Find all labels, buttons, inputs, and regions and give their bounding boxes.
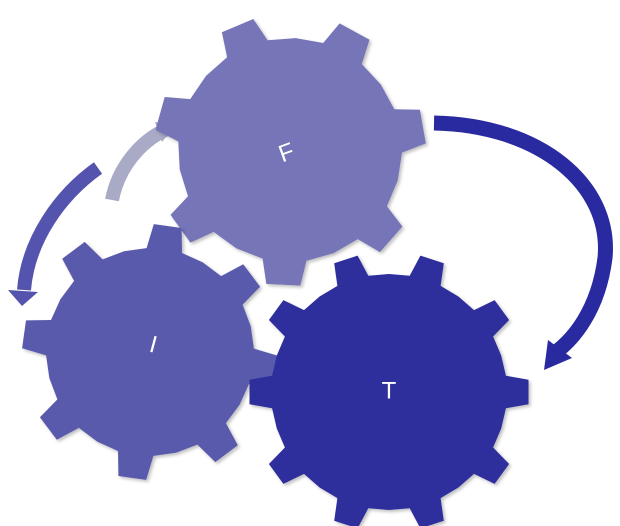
gear-t-label: T — [382, 377, 397, 404]
arrow-f-to-t-shaft — [433, 115, 613, 358]
gear-t-body — [249, 255, 529, 526]
arrow-i-to-f-shaft — [105, 123, 169, 202]
arrow-f-to-t-head — [544, 340, 572, 370]
gear-t: T — [249, 255, 529, 526]
gear-i-body — [22, 224, 278, 480]
arrow-f-to-t — [433, 115, 613, 370]
arrow-f-to-i — [8, 162, 103, 306]
arrow-f-to-i-head — [8, 290, 38, 306]
arrow-f-to-i-shaft — [17, 162, 103, 291]
gear-f: F — [155, 19, 426, 286]
gear-f-body — [155, 19, 426, 286]
gear-i: I — [22, 224, 278, 480]
